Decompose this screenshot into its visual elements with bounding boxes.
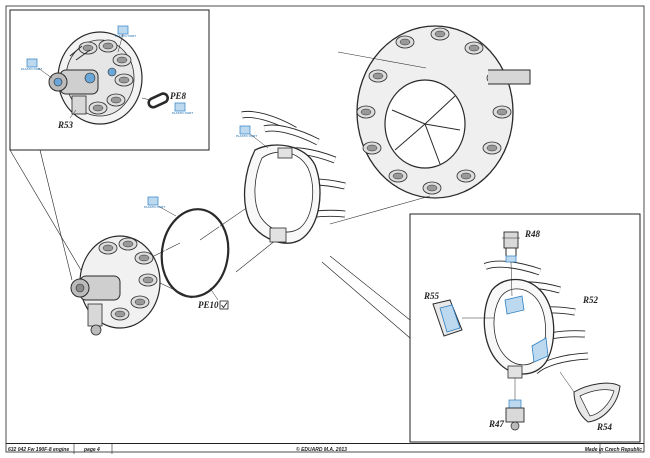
part-label-pe10: PE10 xyxy=(198,300,219,310)
callout-tag-pipe-ring xyxy=(239,125,269,149)
footer-page-number: page 4 xyxy=(84,447,100,453)
part-label-r55: R55 xyxy=(424,291,440,301)
part-label-r54: R54 xyxy=(597,422,613,432)
part-label-r48: R48 xyxy=(525,229,541,239)
radial-engine-drawing xyxy=(356,25,531,199)
inset-leader-line-4 xyxy=(321,261,411,339)
pipe-ring-detail-drawing xyxy=(484,260,589,379)
callout-tag-text: PLASTIC PART xyxy=(236,134,258,138)
engine-rear-drawing xyxy=(70,235,161,336)
callout-tag-inset-left xyxy=(26,58,53,79)
r48-part-drawing xyxy=(502,231,520,297)
inset-leader-line-2 xyxy=(39,149,73,281)
callout-tag-inset-top xyxy=(117,25,129,53)
inset-leader-line-3 xyxy=(329,255,411,321)
exhaust-pipe-ring-drawing xyxy=(242,109,345,244)
callout-tag-inset-right xyxy=(174,102,186,112)
inset-leader-line-1 xyxy=(9,149,89,283)
callout-tag-text: PLASTIC PART xyxy=(115,34,137,38)
part-label-r53: R53 xyxy=(58,120,74,130)
assembly-lines xyxy=(149,51,431,299)
engine-rear-detail-drawing xyxy=(48,31,143,125)
pe8-part-drawing xyxy=(147,92,169,109)
callout-tag-text: PLASTIC PART xyxy=(21,67,43,71)
callout-tag-pe10 xyxy=(147,196,177,217)
footer-origin: Made in Czech Republic xyxy=(584,447,642,453)
check-box[interactable] xyxy=(219,300,229,310)
part-label-pe8: PE8 xyxy=(170,91,187,101)
footer-product: 632 042 Fw 190F-8 engine xyxy=(8,447,70,453)
r55-part-drawing xyxy=(432,299,494,337)
part-label-r52: R52 xyxy=(583,295,599,305)
footer-copyright: © EDUARD M.A. 2013 xyxy=(296,447,347,453)
r47-part-drawing xyxy=(505,378,525,431)
detail-inset-top-left xyxy=(9,9,210,151)
callout-tag-text: PLASTIC PART xyxy=(172,111,194,115)
page-frame xyxy=(5,5,645,453)
part-label-r47: R47 xyxy=(489,419,505,429)
r54-part-drawing xyxy=(559,371,621,423)
page-footer: 632 042 Fw 190F-8 engine page 4 © EDUARD… xyxy=(6,443,644,455)
callout-tag-text: PLASTIC PART xyxy=(144,205,166,209)
pe10-ring-drawing xyxy=(160,208,230,301)
